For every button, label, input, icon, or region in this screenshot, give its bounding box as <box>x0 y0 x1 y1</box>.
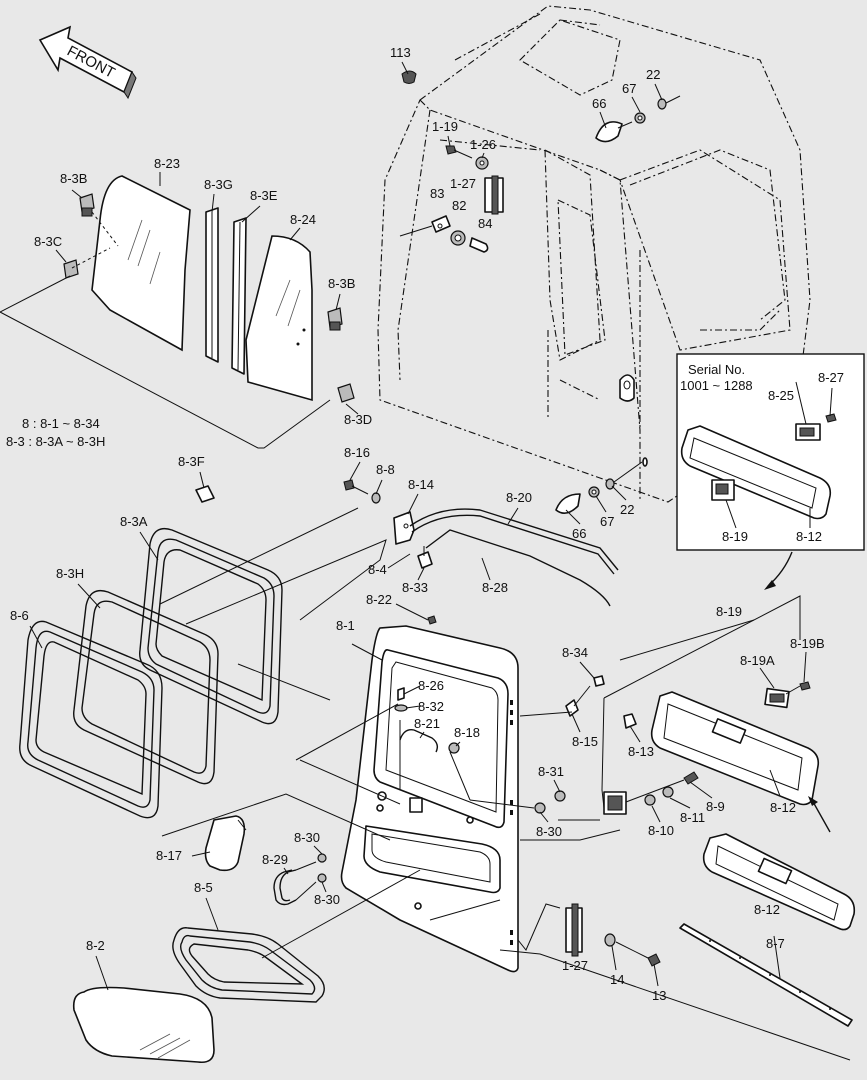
legend-line-1: 8 : 8-1 ~ 8-34 <box>22 416 100 431</box>
callout-8-32: 8-32 <box>418 699 444 714</box>
callout-82: 82 <box>452 198 466 213</box>
callout-8-13: 8-13 <box>628 744 654 759</box>
callout-8-16: 8-16 <box>344 445 370 460</box>
inset-title: Serial No. <box>688 362 745 377</box>
serial-inset: Serial No. 1001 ~ 1288 <box>676 353 865 590</box>
callout-8-19-inset: 8-19 <box>722 529 748 544</box>
callout-8-4: 8-4 <box>368 562 387 577</box>
callout-8-28: 8-28 <box>482 580 508 595</box>
door-assembly <box>340 625 519 973</box>
callout-8-11: 8-11 <box>680 810 705 825</box>
callout-67-lower: 67 <box>600 514 614 529</box>
callout-84: 84 <box>478 216 492 231</box>
cab-outline <box>377 5 811 503</box>
callout-8-15: 8-15 <box>572 734 598 749</box>
callout-13: 13 <box>652 988 666 1003</box>
callout-8-24: 8-24 <box>290 212 316 227</box>
callout-8-12-main: 8-12 <box>770 800 796 815</box>
lower-glass-group <box>72 869 421 1064</box>
callout-22-lower: 22 <box>620 502 634 517</box>
callout-8-3C: 8-3C <box>34 234 62 249</box>
callout-8-14: 8-14 <box>408 477 434 492</box>
callout-8-19: 8-19 <box>716 604 742 619</box>
callout-8-3D: 8-3D <box>344 412 372 427</box>
callout-8-25: 8-25 <box>768 388 794 403</box>
callout-8-23: 8-23 <box>154 156 180 171</box>
callout-8-22: 8-22 <box>366 592 392 607</box>
callout-1-19: 1-19 <box>432 119 458 134</box>
callout-8-3G: 8-3G <box>204 177 233 192</box>
callout-8-17: 8-17 <box>156 848 182 863</box>
callout-8-34: 8-34 <box>562 645 588 660</box>
lower-hinge <box>499 903 851 1061</box>
callout-67-top: 67 <box>622 81 636 96</box>
callout-8-3E: 8-3E <box>250 188 278 203</box>
callout-8-12-variant: 8-12 <box>754 902 780 917</box>
callout-8-6: 8-6 <box>10 608 29 623</box>
callout-8-27: 8-27 <box>818 370 844 385</box>
sliding-glass-group <box>0 175 355 449</box>
callout-8-2: 8-2 <box>86 938 105 953</box>
callout-8-19B: 8-19B <box>790 636 825 651</box>
callout-8-3B-right: 8-3B <box>328 276 355 291</box>
callout-8-5: 8-5 <box>194 880 213 895</box>
latch-assembly <box>520 595 856 931</box>
callout-8-3F: 8-3F <box>178 454 205 469</box>
callout-83: 83 <box>430 186 444 201</box>
window-frames <box>19 485 387 819</box>
legend-line-2: 8-3 : 8-3A ~ 8-3H <box>6 434 105 449</box>
front-arrow: FRONT <box>38 25 137 100</box>
callout-66-top: 66 <box>592 96 606 111</box>
callout-1-27-top: 1-27 <box>450 176 476 191</box>
callout-8-19A: 8-19A <box>740 653 775 668</box>
callout-8-20: 8-20 <box>506 490 532 505</box>
callout-8-31: 8-31 <box>538 764 564 779</box>
callout-8-3H: 8-3H <box>56 566 84 581</box>
callout-8-18: 8-18 <box>454 725 480 740</box>
callout-8-33: 8-33 <box>402 580 428 595</box>
callout-8-12-inset: 8-12 <box>796 529 822 544</box>
callout-8-3A: 8-3A <box>120 514 148 529</box>
callout-1-26: 1-26 <box>470 137 496 152</box>
callout-8-3B-left: 8-3B <box>60 171 87 186</box>
callout-22-top: 22 <box>646 67 660 82</box>
callout-8-21: 8-21 <box>414 716 440 731</box>
callout-8-10: 8-10 <box>648 823 674 838</box>
callout-8-29: 8-29 <box>262 852 288 867</box>
callout-66-lower: 66 <box>572 526 586 541</box>
callout-8-9: 8-9 <box>706 799 725 814</box>
callout-14: 14 <box>610 972 624 987</box>
door-hardware <box>161 479 619 906</box>
callout-8-1: 8-1 <box>336 618 355 633</box>
callout-8-30-lower: 8-30 <box>314 892 340 907</box>
inset-range: 1001 ~ 1288 <box>680 378 753 393</box>
callout-1-27-lower: 1-27 <box>562 958 588 973</box>
callout-8-8: 8-8 <box>376 462 395 477</box>
callout-113: 113 <box>390 45 411 60</box>
part-labels: 113 22 67 66 1-19 1-26 1-27 83 82 84 8-3… <box>10 45 844 1003</box>
cab-hardware <box>399 70 681 514</box>
callout-8-30-upper: 8-30 <box>294 830 320 845</box>
leader-lines <box>29 61 833 991</box>
weather-strip <box>679 923 853 1027</box>
callout-8-30-right: 8-30 <box>536 824 562 839</box>
callout-8-26: 8-26 <box>418 678 444 693</box>
